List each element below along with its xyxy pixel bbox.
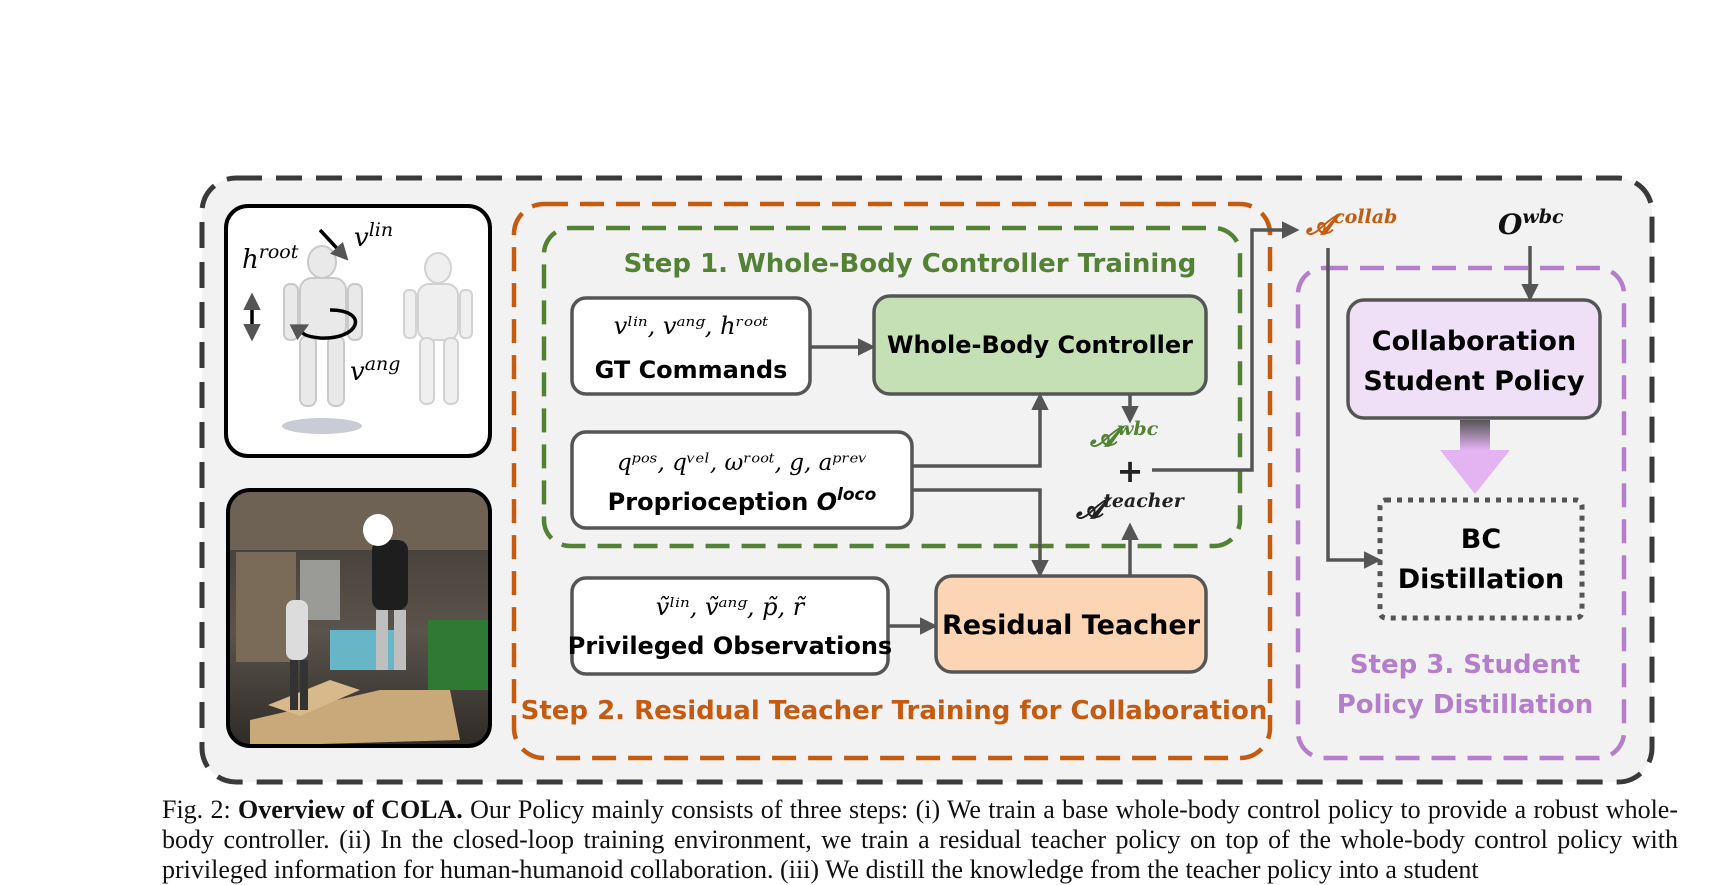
caption-title: Overview of COLA.: [238, 795, 463, 824]
collaboration-student-policy-box: Collaboration Student Policy: [1346, 298, 1602, 420]
step2-container: [511, 201, 1273, 761]
step2-title: Step 2. Residual Teacher Training for Co…: [521, 696, 1268, 726]
student-policy-line2: Student Policy: [1363, 366, 1585, 397]
privileged-observations-box: ṽˡⁱⁿ, ṽᵃⁿᵍ, p̃, r̃ Privileged Observatio…: [568, 576, 892, 676]
student-policy-line1: Collaboration: [1372, 326, 1576, 357]
residual-teacher-box: Residual Teacher: [934, 574, 1208, 674]
step1-title: Step 1. Whole-Body Controller Training: [624, 249, 1197, 279]
vlin-arrow-icon: [318, 228, 349, 261]
bc-line2: Distillation: [1398, 564, 1565, 595]
bc-distillation-box: BC Distillation: [1377, 497, 1585, 621]
gt-commands-box: vˡⁱⁿ, vᵃⁿᵍ, hʳᵒᵒᵗ GT Commands: [570, 296, 812, 396]
real-world-photo: [226, 488, 492, 748]
arrow-proprio-to-wbc: [912, 392, 1049, 468]
robot-illustration-panel: hroot vlin vang: [224, 204, 492, 458]
outer-panel: [199, 175, 1655, 785]
wbc-label: Whole-Body Controller: [887, 331, 1193, 359]
residual-teacher-label: Residual Teacher: [942, 610, 1201, 641]
caption-fig-number: Fig. 2:: [162, 795, 231, 824]
robot-figure-right: [403, 252, 473, 405]
proprioception-math: qᵖᵒˢ, qᵛᵉˡ, ωʳᵒᵒᵗ, g, aᵖʳᵉᵛ: [617, 450, 867, 476]
step1-container: [541, 225, 1243, 549]
connector-arrows: [810, 221, 1539, 635]
vang-rotation-arrow-icon: [289, 308, 358, 341]
privileged-math: ṽˡⁱⁿ, ṽᵃⁿᵍ, p̃, r̃: [656, 593, 807, 621]
v-lin-label: vlin: [354, 219, 393, 253]
plus-symbol: +: [1117, 452, 1144, 490]
privileged-label: Privileged Observations: [568, 632, 892, 660]
bc-line1: BC: [1461, 524, 1501, 555]
arrow-proprio-to-teacher: [912, 488, 1049, 578]
distillation-gradient-arrow-icon: [1440, 420, 1510, 494]
step3-title-line2: Policy Distillation: [1337, 690, 1594, 720]
a-wbc-symbol: 𝓐wbc: [1089, 418, 1159, 453]
proprioception-box: qᵖᵒˢ, qᵛᵉˡ, ωʳᵒᵒᵗ, g, aᵖʳᵉᵛ Propriocepti…: [570, 430, 914, 530]
whole-body-controller-box: Whole-Body Controller: [872, 294, 1208, 396]
v-ang-label: vang: [350, 353, 400, 387]
gt-commands-label: GT Commands: [595, 356, 788, 384]
figure-caption: Fig. 2: Overview of COLA. Our Policy mai…: [162, 795, 1678, 885]
robot-shadow: [282, 418, 362, 434]
robot-figure-left: [283, 245, 363, 407]
a-collab-symbol: 𝓐collab: [1305, 206, 1397, 241]
step3-title-line1: Step 3. Student: [1350, 650, 1580, 680]
h-root-label: hroot: [242, 241, 299, 275]
proprioception-label: Proprioception Oloco: [608, 485, 877, 516]
face-blur-mask: [363, 514, 393, 546]
gt-commands-math: vˡⁱⁿ, vᵃⁿᵍ, hʳᵒᵒᵗ: [614, 312, 769, 340]
arrow-acollab-to-bc: [1326, 248, 1382, 569]
o-wbc-symbol: Owbc: [1498, 206, 1564, 241]
arrow-sum-to-acollab: [1152, 221, 1300, 472]
